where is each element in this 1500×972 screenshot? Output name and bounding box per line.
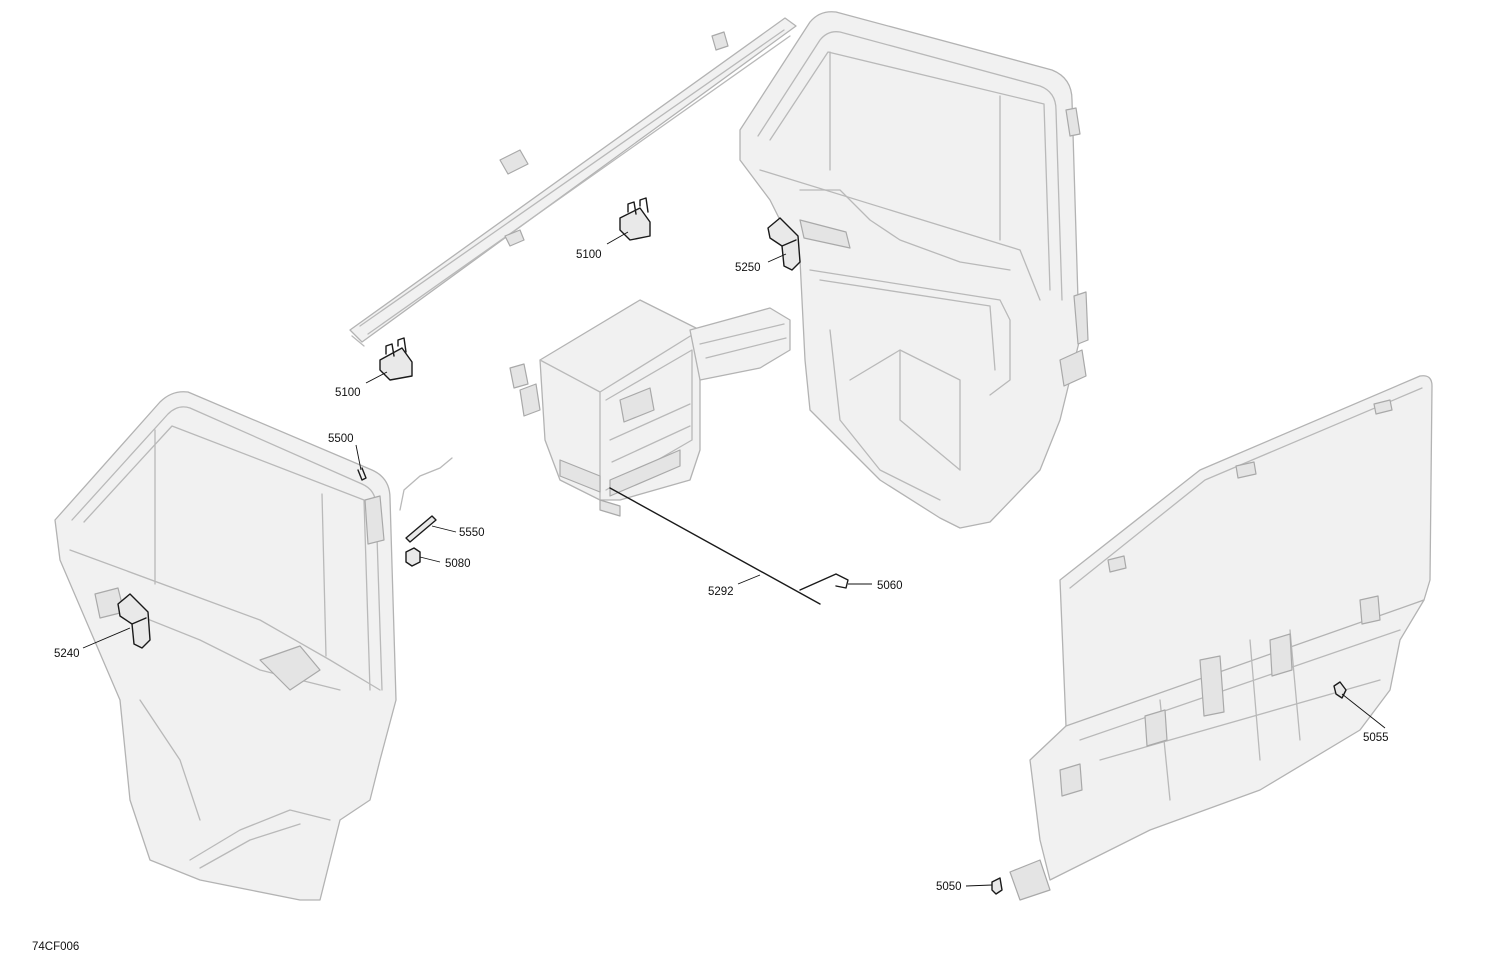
callout-5100-upper: 5100 [576, 249, 602, 261]
callout-5100-lower: 5100 [335, 387, 361, 399]
part-5080-block[interactable] [405, 547, 421, 567]
callout-5292: 5292 [708, 586, 734, 598]
part-5050-clip[interactable] [991, 877, 1003, 895]
callout-5250: 5250 [735, 262, 761, 274]
part-5500-clip[interactable] [357, 467, 367, 481]
rear-panel-assembly [1009, 375, 1433, 901]
part-5100-hinge-lower[interactable] [379, 337, 413, 381]
callout-labels: 5100 5100 5250 5500 5550 5080 5292 5060 … [54, 249, 1389, 893]
part-5240-handle[interactable] [117, 593, 151, 649]
callout-5080: 5080 [445, 558, 471, 570]
cable-near-5500 [399, 457, 453, 511]
callout-5500: 5500 [328, 433, 354, 445]
part-5250-handle[interactable] [767, 217, 801, 271]
callout-5055: 5055 [1363, 732, 1389, 744]
part-5292-rod[interactable] [609, 487, 821, 605]
upper-glass-panel [349, 17, 797, 347]
callout-5060: 5060 [877, 580, 903, 592]
center-console-assembly [509, 299, 791, 517]
callout-5050: 5050 [936, 881, 962, 893]
leader-lines [82, 231, 1386, 887]
part-5060-bent-rod[interactable] [799, 573, 849, 591]
callout-5240: 5240 [54, 648, 80, 660]
part-5055-clip[interactable] [1333, 681, 1347, 699]
diagram-code: 74CF006 [32, 941, 79, 953]
right-door-assembly [739, 11, 1089, 529]
left-door-assembly [54, 391, 397, 901]
callout-5550: 5550 [459, 527, 485, 539]
part-5550-strip[interactable] [405, 515, 437, 543]
